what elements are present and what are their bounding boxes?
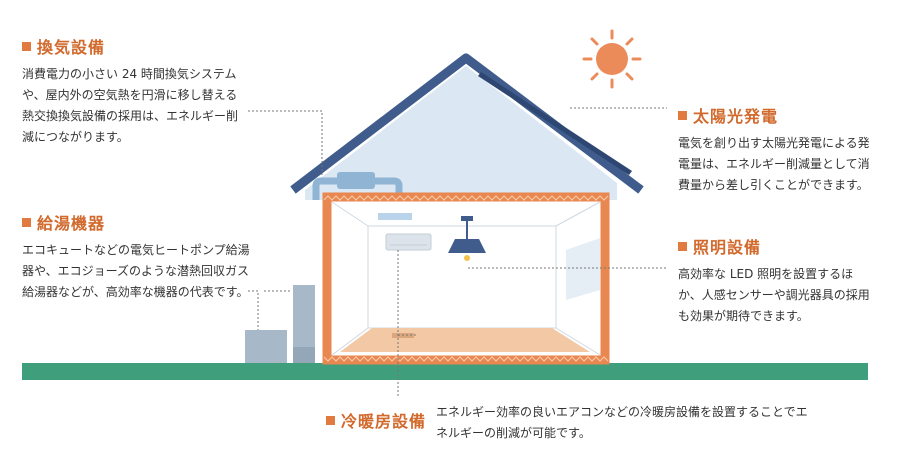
bullet-square-icon: [678, 110, 687, 120]
bullet-square-icon: [22, 217, 31, 227]
solar-heading: 太陽光発電: [678, 103, 878, 127]
heating-cooling-title: 冷暖房設備: [341, 412, 427, 431]
heating-cooling-heading: 冷暖房設備: [326, 408, 426, 432]
bullet-square-icon: [22, 41, 31, 51]
roof: [290, 53, 644, 194]
section-lighting: 照明設備 高効率な LED 照明を設置するほか、人感センサーや調光器具の採用も効…: [678, 234, 874, 327]
lighting-heading: 照明設備: [678, 234, 874, 258]
ventilation-title: 換気設備: [37, 38, 106, 57]
ventilation-heading: 換気設備: [22, 34, 248, 58]
ground-strip: [22, 363, 868, 380]
section-ventilation: 換気設備 消費電力の小さい 24 時間換気システムや、屋内外の空気熱を円滑に移し…: [22, 34, 248, 148]
solar-title: 太陽光発電: [693, 107, 779, 126]
sun-icon: [582, 29, 642, 89]
pendant-lamp-icon: [448, 216, 486, 261]
water-heater-icon: [245, 285, 315, 363]
water-heater-heading: 給湯機器: [22, 210, 250, 234]
water-heater-title: 給湯機器: [37, 214, 106, 233]
solar-panel: [478, 72, 632, 175]
attic-wall: [305, 66, 617, 200]
floor-rug: [340, 328, 590, 352]
ventilation-body: 消費電力の小さい 24 時間換気システムや、屋内外の空気熱を円滑に移し替える熱交…: [22, 67, 239, 144]
ceiling-light-icon: [378, 213, 412, 220]
section-water-heater: 給湯機器 エコキュートなどの電気ヒートポンプ給湯器や、エコジョーズのような潜熱回…: [22, 210, 250, 303]
insulation-pattern: [323, 195, 609, 362]
water-heater-body: エコキュートなどの電気ヒートポンプ給湯器や、エコジョーズのような潜熱回収ガス給湯…: [22, 243, 250, 299]
ventilation-duct-icon: [312, 172, 403, 200]
lighting-title: 照明設備: [693, 238, 762, 257]
bullet-square-icon: [678, 241, 687, 251]
leader-lines: [248, 107, 667, 398]
window-icon: [566, 238, 600, 300]
heating-cooling-body: エネルギー効率の良いエアコンなどの冷暖房設備を設置することでエネルギーの削減が可…: [436, 405, 808, 440]
lighting-body: 高効率な LED 照明を設置するほか、人感センサーや調光器具の採用も効果が期待で…: [678, 267, 870, 323]
air-conditioner-icon: [385, 233, 432, 251]
bullet-square-icon: [326, 415, 335, 425]
solar-body: 電気を創り出す太陽光発電による発電量は、エネルギー削減量として消費量から差し引く…: [678, 136, 870, 192]
section-heating-cooling: 冷暖房設備 エネルギー効率の良いエアコンなどの冷暖房設備を設置することでエネルギ…: [326, 402, 846, 444]
section-solar: 太陽光発電 電気を創り出す太陽光発電による発電量は、エネルギー削減量として消費量…: [678, 103, 878, 196]
